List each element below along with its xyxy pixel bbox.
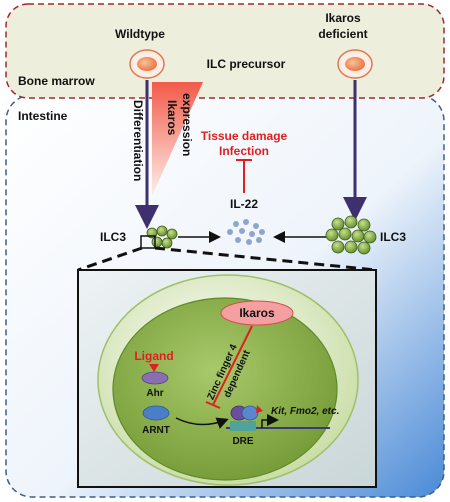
ikaros-deficient-label-line1: Ikaros xyxy=(325,11,361,25)
precursor-cell-ikaros-deficient xyxy=(337,49,373,79)
ligand-shape xyxy=(149,364,159,372)
arnt-protein xyxy=(142,405,170,421)
ikaros-expression-label-line2: expression xyxy=(180,93,194,156)
ikaros-deficient-label-line2: deficient xyxy=(318,27,367,41)
precursor-cell-wildtype xyxy=(129,49,165,79)
tissue-damage-label: Tissue damage xyxy=(201,129,288,143)
ilc-precursor-label: ILC precursor xyxy=(207,57,286,71)
ikaros-protein-label: Ikaros xyxy=(239,306,275,320)
bone-marrow-label: Bone marrow xyxy=(18,74,95,88)
cell-nucleus xyxy=(112,297,338,481)
ilc3-right-label: ILC3 xyxy=(380,230,406,244)
zinc-finger-inhibition xyxy=(205,325,253,409)
ikaros-protein xyxy=(220,300,294,326)
zoom-selection-box xyxy=(140,235,156,249)
ligand-label: Ligand xyxy=(134,349,173,363)
arnt-label: ARNT xyxy=(142,425,170,436)
intestine-label: Intestine xyxy=(18,109,68,123)
ikaros-expression-wedge xyxy=(152,82,203,196)
zoom-line-right xyxy=(154,246,377,272)
dre-element xyxy=(230,421,256,431)
ikaros-expression-label-line1: Ikaros xyxy=(165,100,179,136)
wildtype-label: Wildtype xyxy=(115,27,165,41)
il22-particles xyxy=(227,219,265,245)
ilc3-left-label: ILC3 xyxy=(100,230,126,244)
ahr-label: Ahr xyxy=(146,388,163,399)
il22-label: IL-22 xyxy=(230,197,258,211)
binding-arrow xyxy=(175,417,229,429)
ilc3-cluster-left xyxy=(146,225,178,249)
inhibition-bar-il22 xyxy=(236,159,252,193)
target-genes-label: Kit, Fmo2, etc. xyxy=(271,406,339,417)
ahr-protein xyxy=(141,371,169,385)
ligand-bound xyxy=(256,405,263,413)
differentiation-label: Differentiation xyxy=(131,100,145,181)
bone-marrow-region xyxy=(5,3,445,99)
dre-label: DRE xyxy=(232,436,253,447)
transcription-arrow xyxy=(261,414,279,428)
zoom-line-left xyxy=(77,246,143,272)
infection-label: Infection xyxy=(219,144,269,158)
arnt-complex-bound xyxy=(241,405,259,421)
ilc3-cluster-right xyxy=(325,215,377,255)
